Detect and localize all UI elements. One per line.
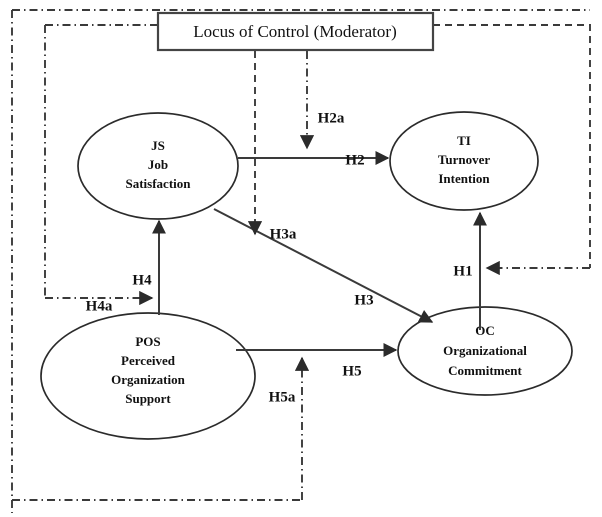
node-js-line3: Satisfaction bbox=[126, 176, 192, 191]
node-ti-abbr: TI bbox=[457, 133, 471, 148]
node-pos[interactable] bbox=[40, 312, 256, 440]
node-oc-line3: Commitment bbox=[448, 363, 522, 378]
label-h4a: H4a bbox=[86, 298, 113, 314]
node-ti-line2: Turnover bbox=[438, 152, 490, 167]
node-oc-line2: Organizational bbox=[443, 343, 527, 358]
node-ti[interactable] bbox=[389, 111, 539, 211]
node-oc-abbr: OC bbox=[475, 323, 495, 338]
label-h3a: H3a bbox=[270, 226, 297, 242]
moderator-box[interactable] bbox=[156, 11, 435, 52]
node-js[interactable] bbox=[77, 112, 239, 220]
node-pos-line3: Organization bbox=[111, 372, 185, 387]
moderator-box-label: Locus of Control (Moderator) bbox=[193, 22, 396, 41]
frame-right-dashed bbox=[433, 24, 591, 268]
node-js-line2: Job bbox=[148, 157, 168, 172]
label-h5a: H5a bbox=[269, 389, 296, 405]
label-h2: H2 bbox=[345, 152, 364, 168]
node-ti-line3: Intention bbox=[438, 171, 490, 186]
label-h1: H1 bbox=[453, 263, 472, 279]
label-h2a: H2a bbox=[318, 110, 345, 126]
node-pos-line4: Support bbox=[125, 391, 171, 406]
node-oc[interactable] bbox=[397, 306, 573, 396]
path-h3[interactable] bbox=[213, 208, 434, 323]
label-h4: H4 bbox=[132, 272, 152, 288]
node-pos-line2: Perceived bbox=[121, 353, 176, 368]
label-h3: H3 bbox=[354, 292, 373, 308]
node-pos-abbr: POS bbox=[135, 334, 160, 349]
node-js-abbr: JS bbox=[151, 138, 165, 153]
label-h5: H5 bbox=[342, 363, 361, 379]
